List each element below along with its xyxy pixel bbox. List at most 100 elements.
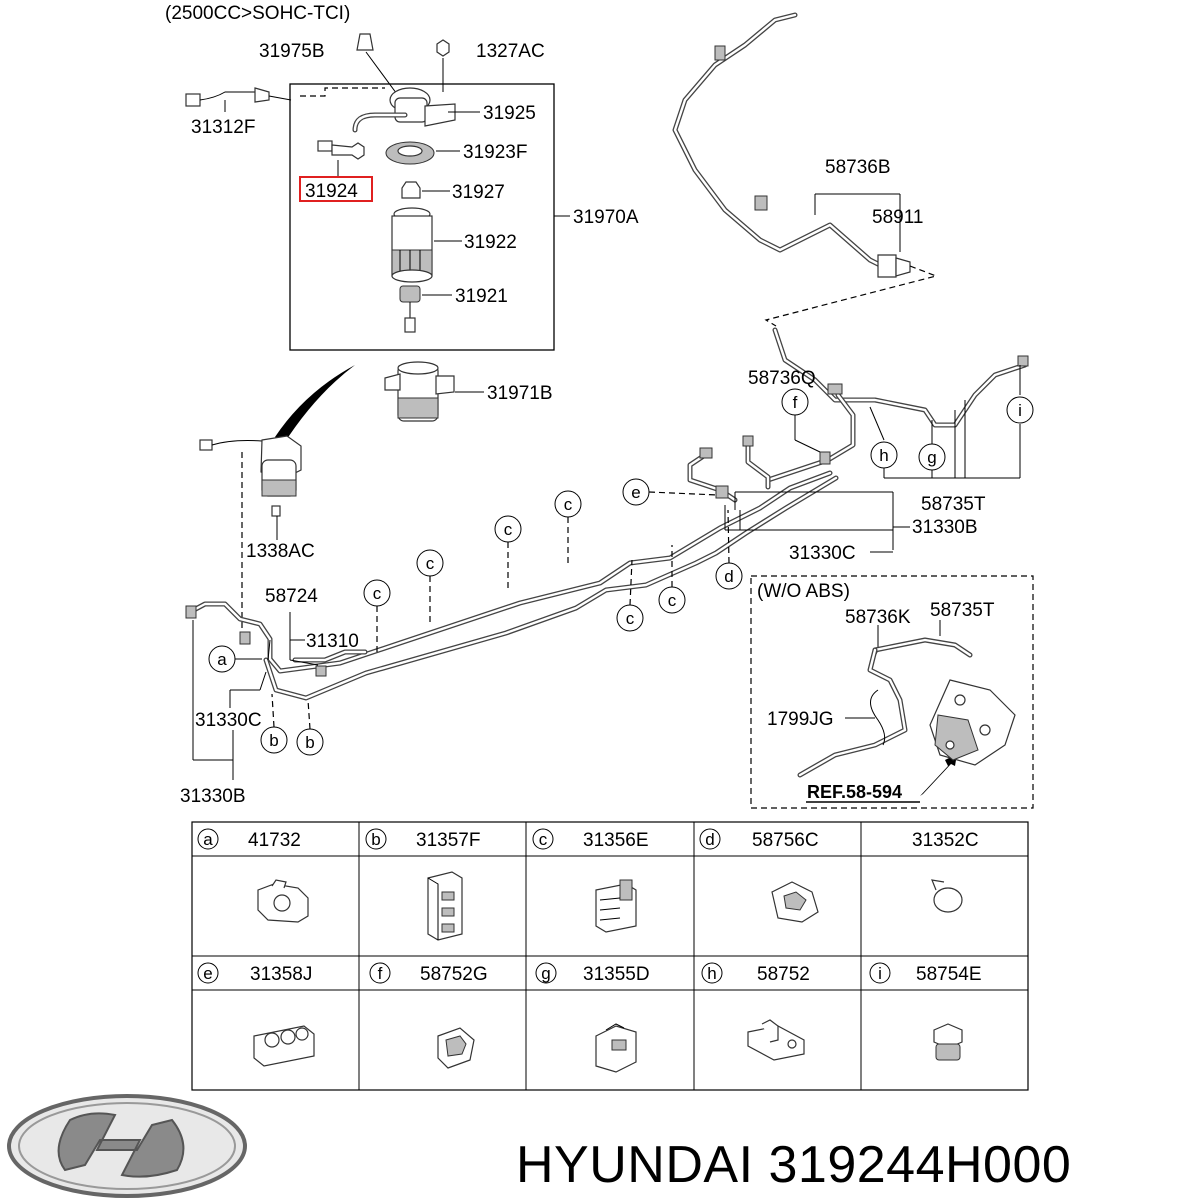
- filter-box-frame: [289, 83, 555, 351]
- callout-f: f: [781, 388, 809, 416]
- bracket-31971B: 31971B: [384, 361, 553, 422]
- filter-head-31925: [300, 87, 456, 133]
- callout-c-6: c: [658, 545, 686, 614]
- engine-spec-label: (2500CC>SOHC-TCI): [165, 3, 350, 24]
- svg-text:58752G: 58752G: [420, 964, 488, 985]
- label-31312F: 31312F: [191, 117, 255, 138]
- label-31330C-left: 31330C: [195, 710, 262, 731]
- svg-text:31356E: 31356E: [583, 830, 649, 851]
- wo-abs-title: (W/O ABS): [757, 581, 850, 602]
- callout-c-5: c: [616, 559, 644, 632]
- callout-c-2: c: [416, 549, 444, 625]
- callout-markers: a b b c c c c: [0, 0, 1034, 756]
- svg-text:d: d: [724, 567, 733, 586]
- label-31925: 31925: [483, 103, 536, 124]
- label-31330B-left: 31330B: [180, 786, 246, 807]
- svg-text:g: g: [927, 448, 936, 467]
- clip-58752G-drawing: [437, 1027, 475, 1069]
- label-31927: 31927: [452, 182, 505, 203]
- fuel-filter-assembly: 31975B 1327AC 31925 31923F 31924 31927 3…: [259, 33, 639, 351]
- legend-cell-a: a 41732: [197, 828, 301, 851]
- clip-31355D-drawing: [595, 1023, 637, 1073]
- label-31924: 31924: [305, 181, 358, 202]
- detail-pointer-arrow: [275, 365, 355, 445]
- upper-fuel-line: 58736B 58911: [672, 12, 938, 327]
- label-58724: 58724: [265, 586, 318, 607]
- legend-cell-31352C: 31352C: [912, 830, 979, 851]
- svg-text:f: f: [793, 393, 798, 412]
- label-31975B: 31975B: [259, 41, 325, 62]
- assembled-filter-view: 1338AC: [199, 435, 315, 640]
- svg-text:a: a: [217, 650, 227, 669]
- legend-table: a 41732 b 31357F c 31356E d 58756C 31352…: [191, 821, 1029, 1091]
- svg-text:b: b: [269, 731, 278, 750]
- hyundai-logo: [7, 1094, 247, 1198]
- svg-text:31355D: 31355D: [583, 964, 650, 985]
- svg-text:b: b: [305, 733, 314, 752]
- plug-31927: [401, 181, 421, 199]
- label-1327AC: 1327AC: [476, 41, 545, 62]
- clip-58754E-drawing: [933, 1023, 963, 1061]
- legend-cell-g: g 31355D: [535, 962, 650, 985]
- svg-text:58754E: 58754E: [916, 964, 982, 985]
- svg-text:58752: 58752: [757, 964, 810, 985]
- legend-cell-f: f 58752G: [369, 962, 488, 985]
- svg-text:i: i: [878, 964, 882, 983]
- callout-c-3: c: [494, 515, 522, 590]
- brand-part-number: HYUNDAI 319244H000: [516, 1136, 1071, 1194]
- svg-text:i: i: [1018, 401, 1022, 420]
- svg-text:e: e: [203, 964, 212, 983]
- callout-h: h: [870, 441, 898, 469]
- label-58736K: 58736K: [845, 607, 911, 628]
- label-31970A: 31970A: [573, 207, 639, 228]
- svg-text:31357F: 31357F: [416, 830, 480, 851]
- callout-c-7: c: [0, 0, 5, 4]
- legend-cell-d: d 58756C: [699, 828, 819, 851]
- clip-31358J-drawing: [253, 1025, 315, 1067]
- svg-text:b: b: [371, 830, 380, 849]
- svg-text:31358J: 31358J: [250, 964, 312, 985]
- clip-31352C-drawing: [931, 879, 963, 913]
- ref-58-594: REF.58-594: [807, 782, 902, 802]
- svg-text:g: g: [541, 964, 550, 983]
- label-1338AC: 1338AC: [246, 541, 315, 562]
- fitting-31975B: [356, 33, 374, 51]
- main-fuel-lines: [185, 435, 839, 701]
- highlight-frame-31924: [299, 176, 373, 202]
- label-31922: 31922: [464, 232, 517, 253]
- wire-31312F: 31312F: [185, 87, 292, 138]
- callout-b-2: b: [296, 699, 324, 756]
- clip-31357F-drawing: [427, 871, 463, 941]
- label-1799JG: 1799JG: [767, 709, 834, 730]
- callout-c-1: c: [363, 579, 391, 652]
- clip-31356E-drawing: [595, 879, 637, 933]
- svg-text:e: e: [631, 483, 640, 502]
- drain-31921: [399, 285, 421, 333]
- svg-text:31352C: 31352C: [912, 830, 979, 851]
- legend-cell-e: e 31358J: [197, 962, 312, 985]
- left-labels: 58724 31310 31330C 31330B: [180, 586, 359, 807]
- callout-b-1: b: [260, 693, 288, 754]
- right-bracket-labels: 31330B 31330C: [724, 491, 978, 564]
- label-58911: 58911: [872, 207, 923, 228]
- wo-abs-frame: [750, 575, 1034, 809]
- label-31330B-right: 31330B: [912, 517, 978, 538]
- legend-cell-i: i 58754E: [869, 962, 982, 985]
- svg-text:f: f: [378, 964, 383, 983]
- callout-a: a: [208, 645, 262, 673]
- abs-bracket: [929, 679, 1016, 766]
- svg-text:c: c: [539, 830, 548, 849]
- legend-cell-b: b 31357F: [365, 828, 480, 851]
- label-58735T: 58735T: [921, 494, 986, 515]
- callout-e: e: [622, 478, 719, 506]
- sensor-31924: [317, 140, 365, 176]
- svg-text:c: c: [626, 609, 635, 628]
- clip-41732-drawing: [257, 879, 309, 923]
- legend-cell-h: h 58752: [701, 962, 810, 985]
- label-58736Q: 58736Q: [748, 368, 816, 389]
- label-58736B: 58736B: [825, 157, 891, 178]
- filter-canister-31922: [391, 207, 433, 283]
- svg-text:h: h: [707, 964, 716, 983]
- nut-1327AC: [436, 39, 450, 57]
- svg-text:c: c: [426, 554, 435, 573]
